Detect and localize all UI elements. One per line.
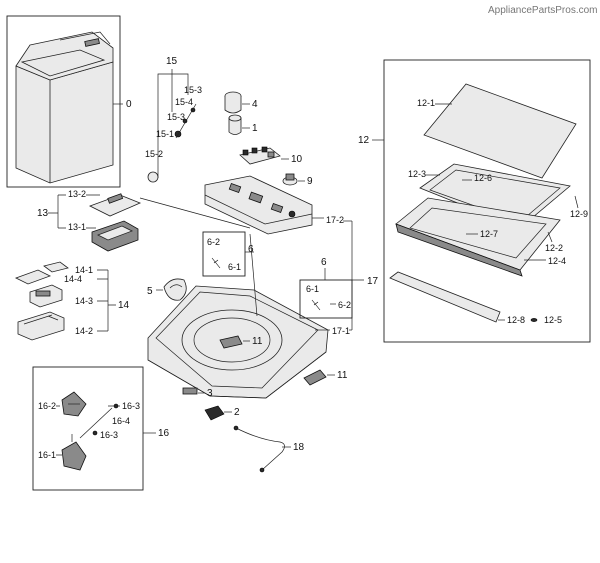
label-16: 16	[158, 428, 170, 439]
part-13-1[interactable]	[91, 220, 139, 252]
label-15-3a: 15-3	[184, 85, 202, 95]
label-6b: 6	[321, 257, 327, 268]
label-2: 2	[234, 407, 240, 418]
label-11a: 11	[252, 336, 263, 347]
label-17-1: 17-1	[332, 326, 350, 336]
group-16-frame	[32, 366, 144, 491]
part-16-1[interactable]	[61, 434, 87, 471]
label-17: 17	[367, 276, 379, 287]
label-16-1: 16-1	[38, 450, 56, 460]
label-13-2: 13-2	[68, 189, 86, 199]
label-13-1: 13-1	[68, 222, 86, 232]
group-6-left-frame	[202, 231, 246, 277]
part-4[interactable]	[224, 91, 242, 114]
watermark: AppliancePartsPros.com	[488, 5, 598, 16]
part-3[interactable]	[182, 387, 198, 395]
label-14: 14	[118, 300, 130, 311]
control-panel-part[interactable]	[204, 175, 313, 235]
part-14-1[interactable]	[14, 261, 69, 285]
label-12-9: 12-9	[570, 209, 588, 219]
label-12-1: 12-1	[417, 98, 435, 108]
label-12-8: 12-8	[507, 315, 525, 325]
part-1[interactable]	[228, 114, 242, 135]
label-15-2: 15-2	[145, 149, 163, 159]
label-16-2: 16-2	[38, 401, 56, 411]
label-14-1: 14-1	[75, 265, 93, 275]
part-14-3[interactable]	[29, 284, 63, 308]
washer-cabinet-part[interactable]	[15, 31, 114, 184]
part-11-center[interactable]	[219, 335, 243, 349]
part-6-left[interactable]	[211, 257, 221, 269]
group-12-frame	[383, 59, 591, 343]
label-12-2: 12-2	[545, 243, 563, 253]
part-13-2[interactable]	[88, 193, 142, 217]
part-16-2[interactable]	[61, 391, 87, 417]
part-12-1[interactable]	[423, 83, 577, 179]
part-18[interactable]	[233, 425, 285, 473]
label-13: 13	[37, 208, 49, 219]
label-15-3b: 15-3	[167, 112, 185, 122]
label-15-1: 15-1	[156, 129, 174, 139]
part-12-5[interactable]	[530, 318, 538, 322]
label-15: 15	[166, 56, 178, 67]
label-10: 10	[291, 154, 303, 165]
part-5[interactable]	[163, 278, 187, 301]
part-6-right[interactable]	[311, 299, 321, 311]
label-15-4: 15-4	[175, 97, 193, 107]
label-12-4: 12-4	[548, 256, 566, 266]
label-6-2a: 6-2	[207, 237, 220, 247]
label-5: 5	[147, 286, 153, 297]
part-11-right[interactable]	[303, 369, 327, 386]
valve-parts[interactable]	[147, 103, 197, 183]
label-3: 3	[207, 388, 213, 399]
label-14-3: 14-3	[75, 296, 93, 306]
label-17-2: 17-2	[326, 215, 344, 225]
label-0: 0	[126, 99, 132, 110]
label-4: 4	[252, 99, 258, 110]
label-6-2b: 6-2	[338, 300, 351, 310]
label-11b: 11	[337, 370, 348, 381]
label-9: 9	[307, 176, 313, 187]
part-9[interactable]	[282, 173, 298, 186]
label-16-3a: 16-3	[122, 401, 140, 411]
label-12-7: 12-7	[480, 229, 498, 239]
label-14-4: 14-4	[64, 274, 82, 284]
label-12: 12	[358, 135, 370, 146]
label-12-5: 12-5	[544, 315, 562, 325]
label-1: 1	[252, 123, 258, 134]
label-16-3b: 16-3	[100, 430, 118, 440]
label-18: 18	[293, 442, 305, 453]
group-0-frame	[6, 15, 121, 188]
label-6-1b: 6-1	[306, 284, 319, 294]
label-12-3: 12-3	[408, 169, 426, 179]
part-2[interactable]	[204, 405, 225, 421]
label-14-2: 14-2	[75, 326, 93, 336]
label-12-6: 12-6	[474, 173, 492, 183]
part-12-8[interactable]	[389, 271, 501, 323]
part-14-2[interactable]	[17, 311, 65, 341]
part-10[interactable]	[239, 146, 281, 165]
label-6-1a: 6-1	[228, 262, 241, 272]
label-16-4: 16-4	[112, 416, 130, 426]
